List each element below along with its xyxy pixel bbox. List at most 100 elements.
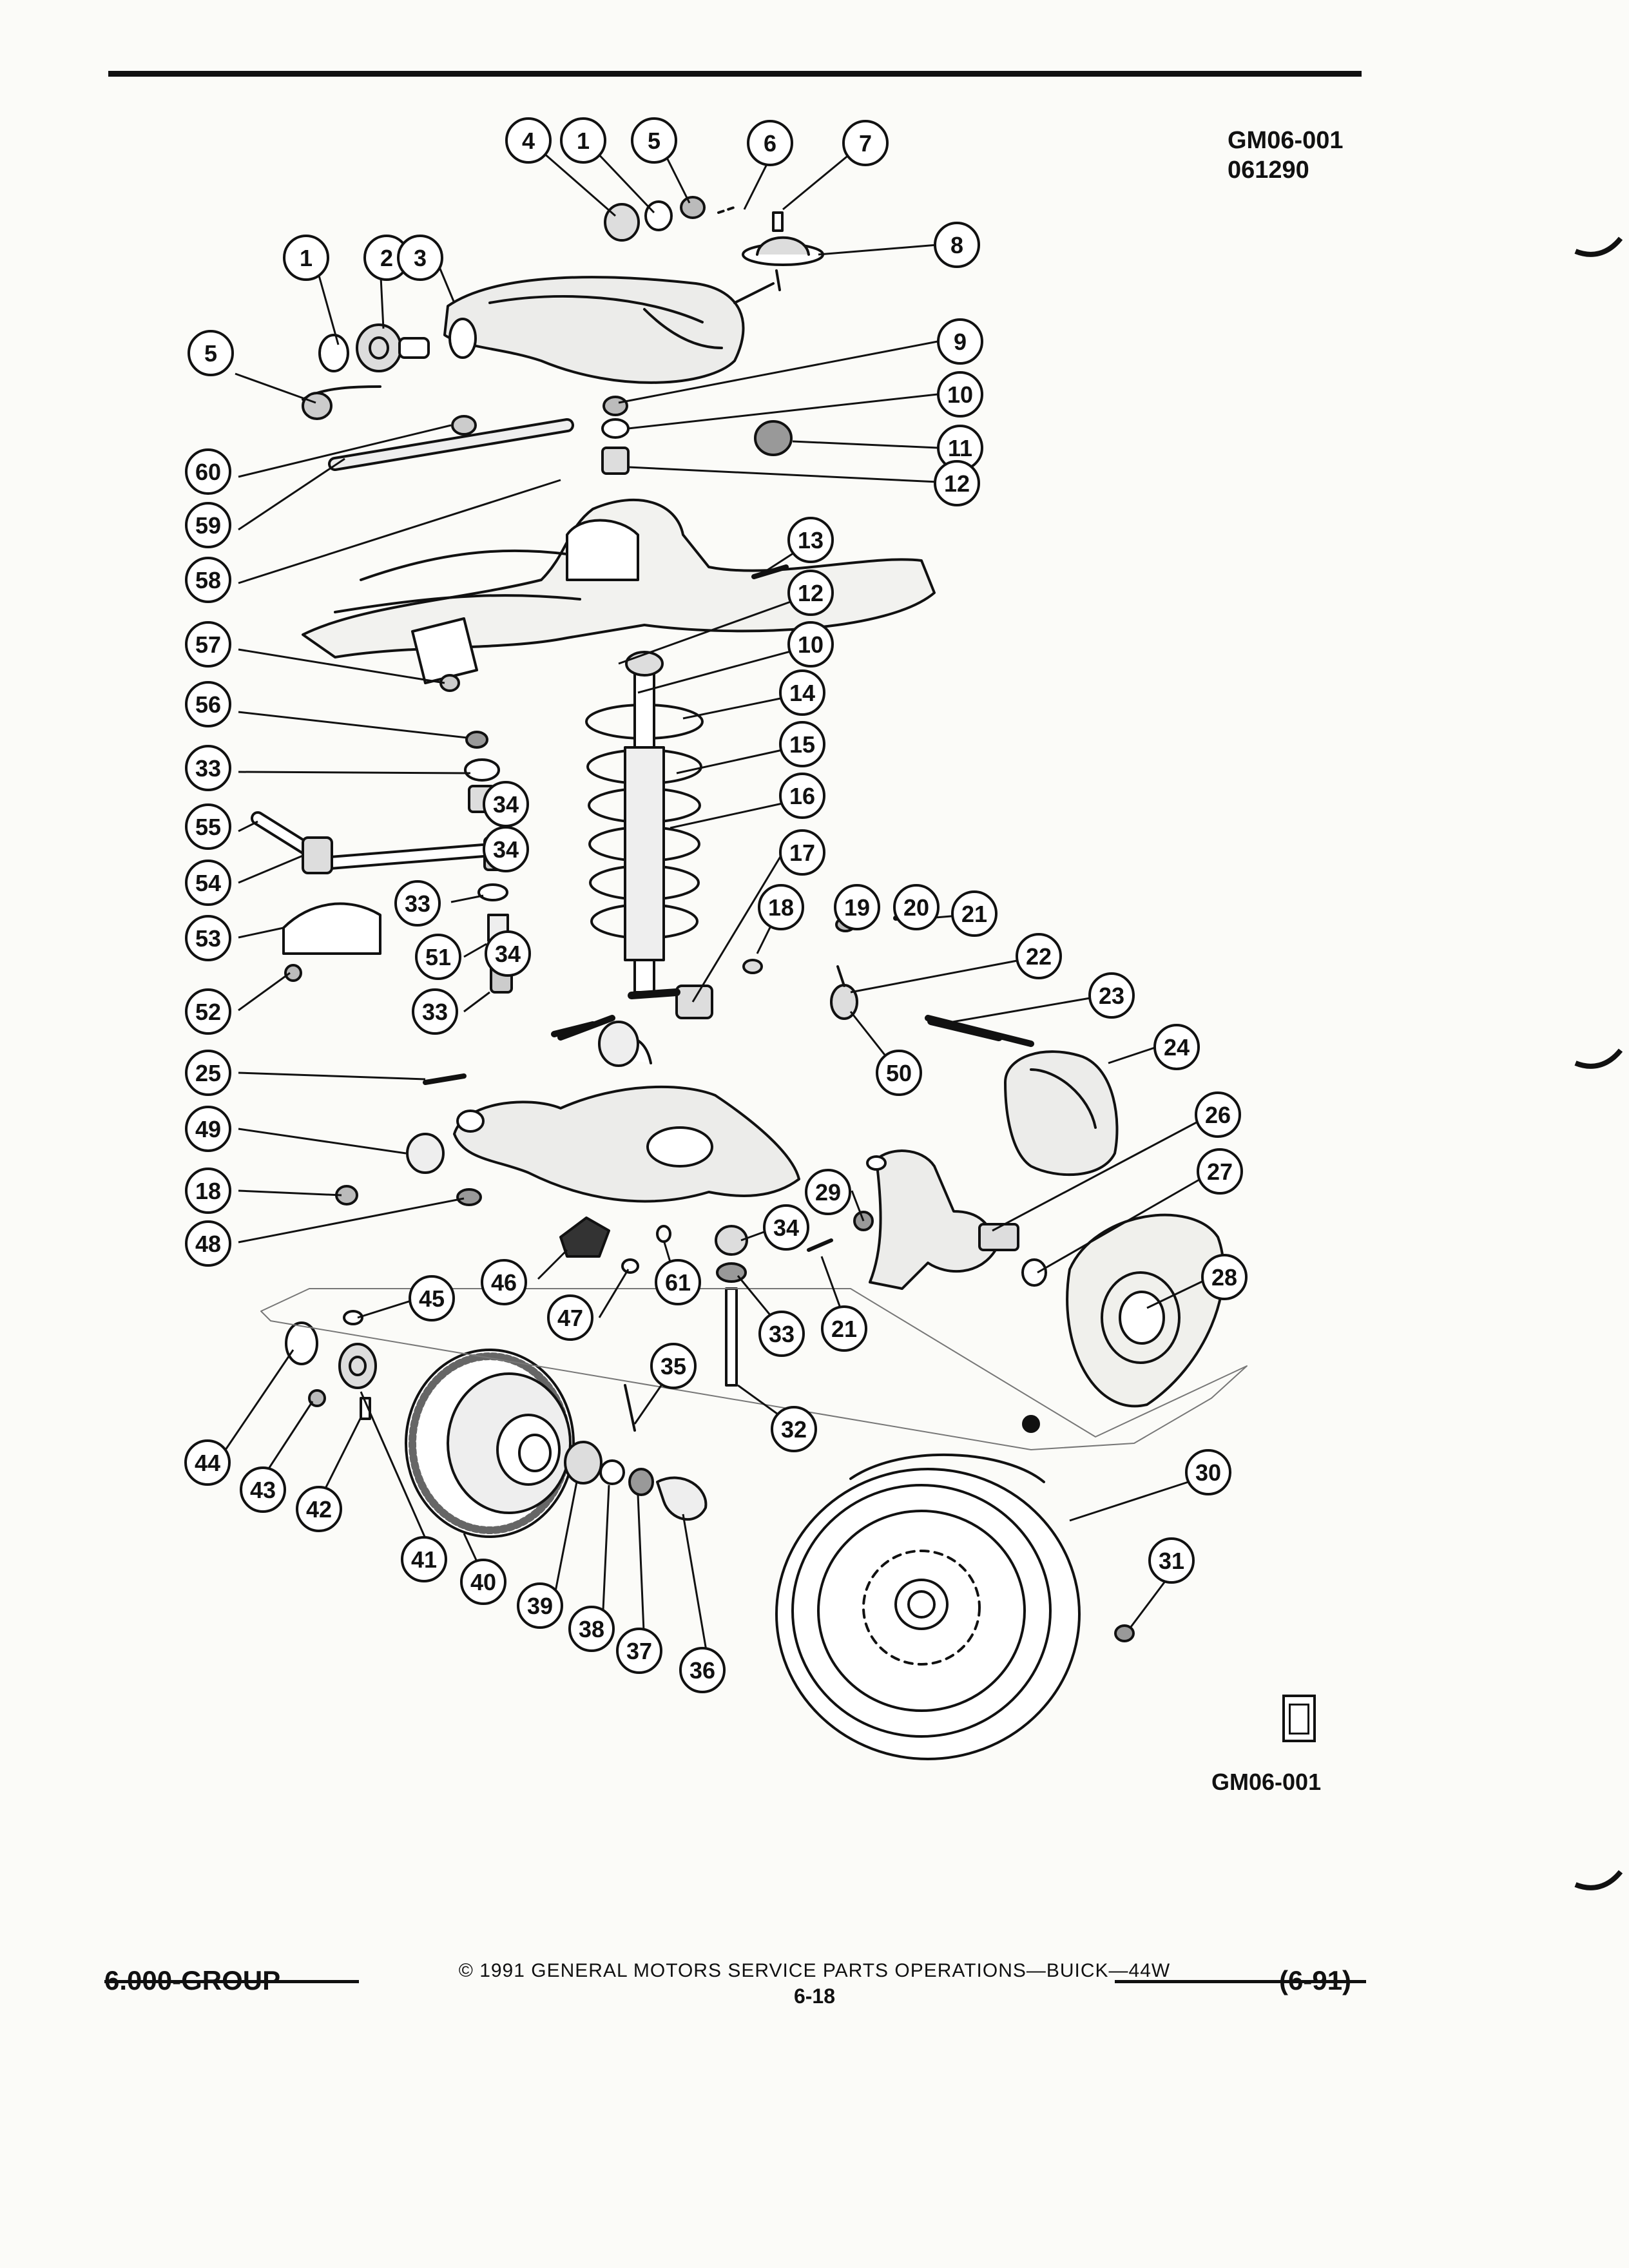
callout-31: 31	[1148, 1537, 1195, 1584]
callout-55: 55	[185, 803, 231, 850]
hub-bearings	[285, 1310, 708, 1521]
figure-reference: GM06-001	[1228, 127, 1344, 154]
callout-number: 9	[954, 329, 967, 355]
callout-number: 34	[493, 791, 519, 818]
splash-shield	[1021, 1213, 1225, 1408]
callout-number: 45	[419, 1285, 445, 1312]
footer-page-number: 6-18	[793, 1984, 836, 2008]
callout-number: 20	[903, 894, 929, 921]
callout-34: 34	[763, 1204, 809, 1251]
callout-45: 45	[409, 1275, 455, 1321]
callout-number: 10	[947, 381, 973, 408]
callout-24: 24	[1153, 1024, 1200, 1070]
stabilizer-link-stack	[439, 674, 513, 994]
callout-28: 28	[1201, 1254, 1248, 1300]
callout-56: 56	[185, 681, 231, 727]
callout-34: 34	[483, 781, 529, 827]
callout-49: 49	[185, 1106, 231, 1152]
callout-number: 55	[195, 814, 221, 840]
callout-number: 56	[195, 691, 221, 718]
callout-number: 18	[195, 1178, 221, 1204]
callout-number: 43	[250, 1477, 276, 1503]
page-edge-mark	[1574, 1870, 1623, 1890]
callout-number: 33	[195, 755, 221, 782]
callout-3: 3	[397, 235, 443, 281]
callout-number: 47	[557, 1305, 583, 1331]
figure-code: GM06-001	[1211, 1769, 1322, 1795]
callout-number: 32	[781, 1416, 807, 1443]
callout-number: 18	[768, 894, 794, 921]
callout-15: 15	[779, 721, 825, 767]
callout-number: 53	[195, 925, 221, 952]
shock-top-bushings	[601, 396, 793, 475]
callout-57: 57	[185, 621, 231, 668]
frame-crossmember	[302, 499, 936, 684]
callout-number: 33	[405, 890, 430, 917]
callout-17: 17	[779, 829, 825, 876]
callout-number: 40	[470, 1569, 496, 1595]
callout-number: 29	[815, 1179, 841, 1206]
callout-number: 25	[195, 1060, 221, 1086]
callout-number: 46	[491, 1269, 517, 1296]
callout-number: 27	[1207, 1158, 1233, 1185]
callout-number: 42	[306, 1496, 332, 1523]
callout-22: 22	[1016, 933, 1062, 979]
callout-number: 58	[195, 567, 221, 593]
callout-number: 12	[798, 580, 824, 606]
callout-number: 48	[195, 1231, 221, 1257]
callout-number: 7	[859, 130, 872, 157]
upper-ball-joint	[742, 211, 824, 291]
callout-number: 61	[665, 1269, 691, 1296]
callout-41: 41	[401, 1536, 447, 1582]
footer-group: 6.000-GROUP	[104, 1965, 281, 1995]
callout-29: 29	[805, 1169, 851, 1215]
callout-number: 34	[495, 941, 521, 967]
callout-51: 51	[415, 934, 461, 980]
callout-number: 44	[195, 1450, 220, 1476]
footer-copyright: © 1991 GENERAL MOTORS SERVICE PARTS OPER…	[458, 1960, 1171, 1981]
callout-1: 1	[283, 235, 329, 281]
callout-47: 47	[547, 1294, 593, 1341]
callout-44: 44	[184, 1439, 231, 1486]
callout-59: 59	[185, 502, 231, 548]
callout-34: 34	[483, 826, 529, 872]
callout-30: 30	[1185, 1449, 1231, 1495]
callout-21: 21	[951, 890, 998, 937]
brake-rotor	[405, 1349, 575, 1538]
callout-61: 61	[655, 1259, 701, 1305]
callout-number: 50	[886, 1060, 912, 1086]
callout-number: 19	[844, 894, 870, 921]
callout-42: 42	[296, 1486, 342, 1532]
brake-caliper	[830, 965, 1119, 1177]
callout-number: 59	[195, 512, 221, 539]
callout-33: 33	[394, 880, 441, 927]
callout-7: 7	[842, 120, 889, 166]
callout-number: 23	[1099, 983, 1124, 1009]
strut-rod	[328, 415, 574, 471]
callout-number: 31	[1159, 1548, 1184, 1574]
callout-20: 20	[893, 884, 940, 930]
callout-12: 12	[787, 570, 834, 616]
callout-23: 23	[1088, 972, 1135, 1019]
lower-arm-bushings	[335, 1133, 748, 1387]
callout-13: 13	[787, 517, 834, 563]
callout-number: 22	[1026, 943, 1052, 970]
page-edge-mark	[1574, 1048, 1623, 1069]
callout-25: 25	[185, 1050, 231, 1096]
callout-11: 11	[937, 425, 983, 471]
gmspo-logo-icon	[1282, 1695, 1316, 1742]
callout-number: 41	[411, 1546, 437, 1573]
top-rule	[108, 71, 1362, 77]
callout-26: 26	[1195, 1091, 1241, 1138]
callout-number: 3	[414, 245, 427, 271]
callout-40: 40	[460, 1559, 506, 1605]
date-code: 061290	[1228, 157, 1309, 184]
upper-control-arm	[443, 276, 775, 384]
callout-34: 34	[485, 930, 531, 977]
callout-38: 38	[568, 1606, 615, 1652]
callout-5: 5	[631, 117, 677, 164]
callout-number: 60	[195, 459, 221, 485]
callout-1: 1	[560, 117, 606, 164]
callout-number: 15	[789, 731, 815, 758]
